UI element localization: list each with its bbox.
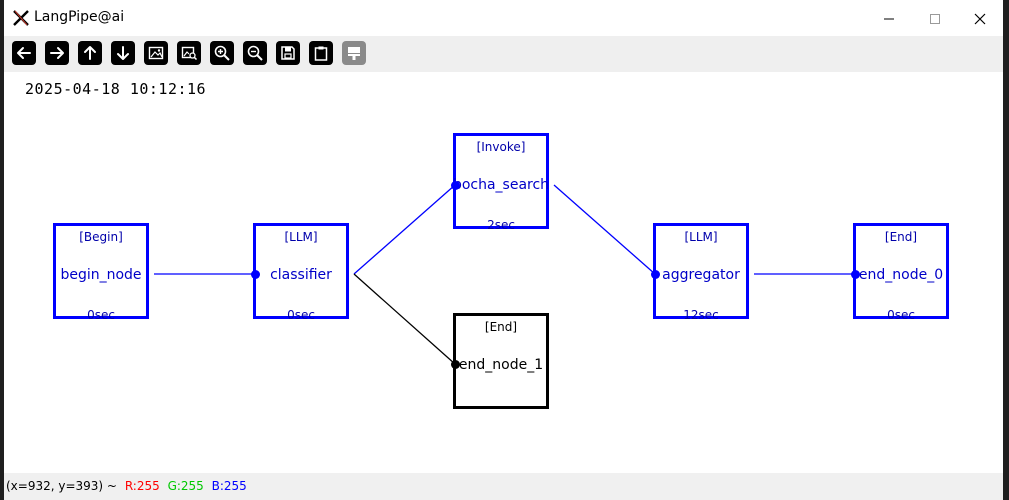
toolbar	[4, 36, 1003, 72]
node-name-label: classifier	[270, 267, 332, 283]
desktop-background-left	[0, 0, 4, 500]
image-button[interactable]	[144, 41, 168, 65]
input-port-dot[interactable]	[250, 269, 260, 279]
paint-button[interactable]	[342, 41, 366, 65]
zoom-out-button[interactable]	[243, 41, 267, 65]
input-port-dot[interactable]	[450, 180, 460, 190]
edge-classifier-bocha-search	[353, 184, 456, 275]
status-bar: (x=932, y=393) ~ R:255 G:255 B:255	[4, 473, 1003, 500]
window-title: LangPipe@ai	[34, 9, 125, 25]
input-port-dot[interactable]	[650, 269, 660, 279]
input-port-dot[interactable]	[450, 359, 460, 369]
pixel-blue-value: B:255	[211, 479, 247, 493]
zoom-out-icon	[247, 45, 263, 61]
node-time-label: 0sec	[87, 308, 115, 322]
arrow-up-icon	[84, 46, 96, 60]
node-bocha-search[interactable]: [Invoke] bocha_search 2sec	[452, 133, 550, 232]
pixel-red-value: R:255	[124, 479, 160, 493]
arrow-down-icon	[117, 46, 129, 60]
image-search-icon	[181, 46, 198, 61]
up-button[interactable]	[78, 41, 102, 65]
node-type-label: [LLM]	[284, 230, 318, 244]
node-name-label: aggregator	[662, 267, 740, 283]
app-x-icon	[12, 9, 30, 27]
node-name-label: end_node_0	[858, 267, 944, 283]
node-type-label: [Invoke]	[476, 140, 526, 154]
save-button[interactable]	[276, 41, 300, 65]
input-port-dot[interactable]	[850, 269, 860, 279]
node-time-label: 12sec	[683, 308, 719, 322]
title-bar[interactable]: LangPipe@ai	[4, 0, 1003, 36]
arrow-right-icon	[50, 47, 64, 59]
paint-brush-icon	[348, 47, 360, 60]
desktop-background-right	[1003, 0, 1009, 500]
node-time-label: 2sec	[487, 218, 515, 232]
arrow-left-icon	[17, 47, 31, 59]
zoom-in-icon	[214, 45, 230, 61]
edges-layer	[154, 184, 855, 365]
image-search-button[interactable]	[177, 41, 201, 65]
edge-classifier-end-node-1	[353, 273, 456, 365]
node-time-label: 0sec	[287, 308, 315, 322]
graph-canvas[interactable]: 2025-04-18 10:12:16 [Begin] begin_node 0…	[4, 72, 1003, 473]
node-time-label: 0sec	[887, 308, 915, 322]
minimize-button[interactable]	[869, 6, 909, 32]
node-type-label: [Begin]	[79, 230, 123, 244]
down-button[interactable]	[111, 41, 135, 65]
back-button[interactable]	[12, 41, 36, 65]
timestamp: 2025-04-18 10:12:16	[25, 80, 207, 98]
node-end-node-1[interactable]: [End] end_node_1	[453, 313, 549, 409]
pixel-green-value: G:255	[167, 479, 204, 493]
node-name-label: bocha_search	[452, 177, 550, 193]
maximize-button[interactable]	[915, 6, 955, 32]
clipboard-icon	[314, 46, 328, 61]
maximize-icon	[930, 14, 940, 24]
node-end-node-0[interactable]: [End] end_node_0 0sec	[853, 223, 949, 322]
node-aggregator[interactable]: [LLM] aggregator 12sec	[653, 223, 749, 322]
minimize-icon	[884, 18, 894, 20]
cursor-coordinates: (x=932, y=393) ~	[6, 479, 117, 493]
node-type-label: [End]	[884, 230, 918, 244]
forward-button[interactable]	[45, 41, 69, 65]
node-name-label: end_node_1	[458, 357, 544, 373]
close-icon	[974, 13, 986, 25]
clipboard-button[interactable]	[309, 41, 333, 65]
node-type-label: [LLM]	[684, 230, 718, 244]
node-begin-node[interactable]: [Begin] begin_node 0sec	[53, 223, 149, 322]
node-classifier[interactable]: [LLM] classifier 0sec	[253, 223, 349, 322]
node-name-label: begin_node	[60, 267, 142, 283]
edge-bocha-search-aggregator	[553, 184, 656, 275]
zoom-in-button[interactable]	[210, 41, 234, 65]
node-type-label: [End]	[484, 320, 518, 334]
close-button[interactable]	[960, 6, 1000, 32]
image-icon	[148, 46, 164, 60]
app-window: LangPipe@ai	[4, 0, 1003, 500]
save-icon	[281, 46, 295, 60]
